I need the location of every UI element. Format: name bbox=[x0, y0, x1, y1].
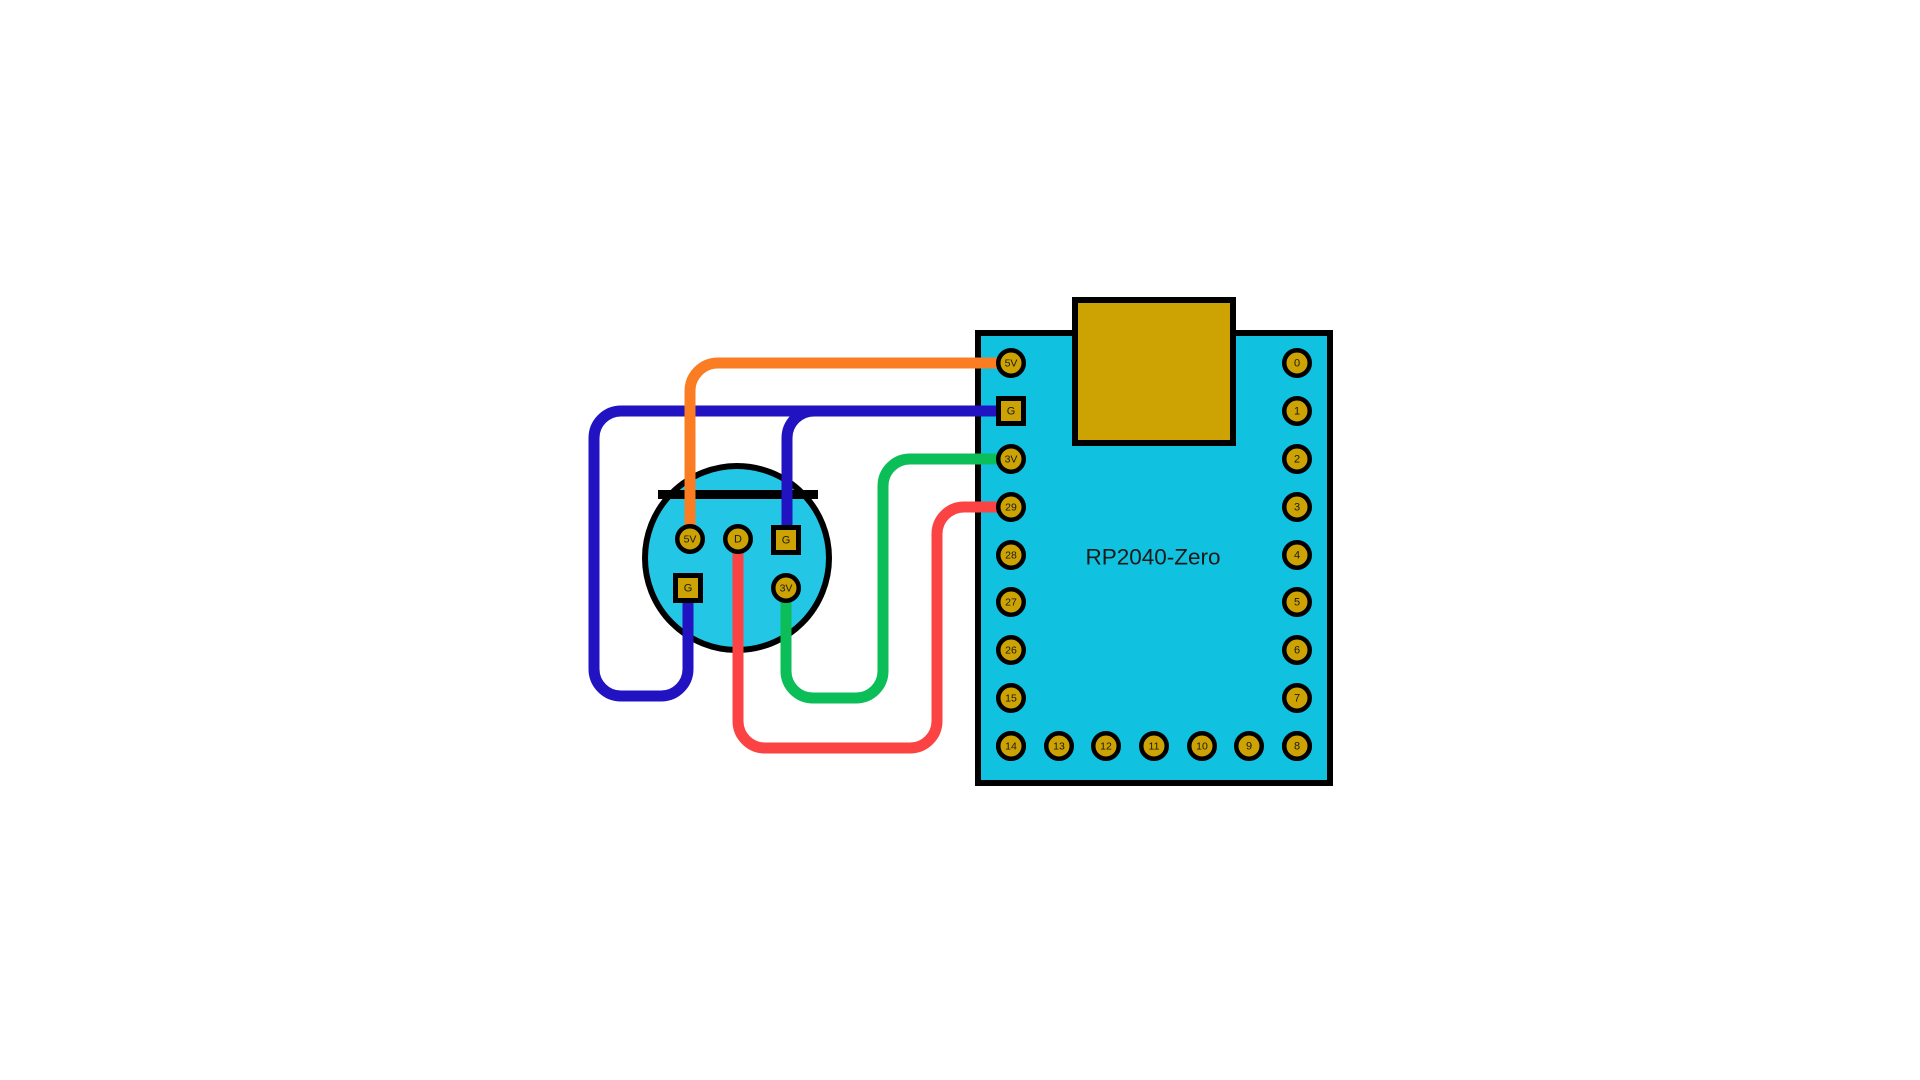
board-pin-5[interactable]: 5 bbox=[1282, 587, 1312, 617]
board-pin-2[interactable]: 2 bbox=[1282, 444, 1312, 474]
board-pin-9-pad[interactable] bbox=[1234, 731, 1264, 761]
board-pin-14[interactable]: 14 bbox=[996, 731, 1026, 761]
board-pin-8[interactable]: 8 bbox=[1282, 731, 1312, 761]
board-pin-0-pad[interactable] bbox=[1282, 348, 1312, 378]
board-pin-G[interactable]: G bbox=[996, 396, 1026, 426]
sensor-pin-g-2[interactable]: G bbox=[771, 525, 801, 555]
board-pin-2-pad[interactable] bbox=[1282, 444, 1312, 474]
board-pin-5V-pad[interactable] bbox=[996, 348, 1026, 378]
board-pin-27-pad[interactable] bbox=[996, 587, 1026, 617]
sensor-pin-d-1[interactable]: D bbox=[723, 524, 753, 554]
board-pin-10-pad[interactable] bbox=[1187, 731, 1217, 761]
wire-gnd-short[interactable] bbox=[781, 405, 1011, 540]
sensor-pin-g-2-pad[interactable] bbox=[771, 525, 801, 555]
board-pin-9[interactable]: 9 bbox=[1234, 731, 1264, 761]
board-pin-10[interactable]: 10 bbox=[1187, 731, 1217, 761]
sensor-pin-5v-0[interactable]: 5V bbox=[675, 524, 705, 554]
usb-connector bbox=[1072, 297, 1236, 446]
board-pin-15[interactable]: 15 bbox=[996, 683, 1026, 713]
board-pin-4-pad[interactable] bbox=[1282, 540, 1312, 570]
board-pin-3V-pad[interactable] bbox=[996, 444, 1026, 474]
board-pin-3-pad[interactable] bbox=[1282, 492, 1312, 522]
wire-data[interactable] bbox=[732, 501, 1011, 754]
board-pin-G-pad[interactable] bbox=[996, 396, 1026, 426]
board-pin-27[interactable]: 27 bbox=[996, 587, 1026, 617]
board-pin-29-pad[interactable] bbox=[996, 492, 1026, 522]
board-pin-5V[interactable]: 5V bbox=[996, 348, 1026, 378]
board-pin-11-pad[interactable] bbox=[1139, 731, 1169, 761]
board-pin-13[interactable]: 13 bbox=[1044, 731, 1074, 761]
wires-layer bbox=[588, 357, 1011, 754]
board-pin-26[interactable]: 26 bbox=[996, 635, 1026, 665]
board-pin-1[interactable]: 1 bbox=[1282, 396, 1312, 426]
board-pin-8-pad[interactable] bbox=[1282, 731, 1312, 761]
board-pin-12-pad[interactable] bbox=[1091, 731, 1121, 761]
sensor-pin-5v-0-pad[interactable] bbox=[675, 524, 705, 554]
board-pin-28[interactable]: 28 bbox=[996, 540, 1026, 570]
board-pin-29[interactable]: 29 bbox=[996, 492, 1026, 522]
board-pin-6[interactable]: 6 bbox=[1282, 635, 1312, 665]
board-pin-11[interactable]: 11 bbox=[1139, 731, 1169, 761]
board-pin-5-pad[interactable] bbox=[1282, 587, 1312, 617]
sensor-pin-3v-4-pad[interactable] bbox=[771, 573, 801, 603]
board-pin-3[interactable]: 3 bbox=[1282, 492, 1312, 522]
pins-layer: 5VG3V2928272615140123456781413121110985V… bbox=[673, 348, 1312, 761]
board-pin-15-pad[interactable] bbox=[996, 683, 1026, 713]
board-pin-14-pad[interactable] bbox=[996, 731, 1026, 761]
board-pin-12[interactable]: 12 bbox=[1091, 731, 1121, 761]
wire-3v[interactable] bbox=[780, 453, 1011, 704]
sensor-pin-g-3-pad[interactable] bbox=[673, 573, 703, 603]
board-pin-7-pad[interactable] bbox=[1282, 683, 1312, 713]
board-pin-28-pad[interactable] bbox=[996, 540, 1026, 570]
board-pin-3V[interactable]: 3V bbox=[996, 444, 1026, 474]
board-pin-4[interactable]: 4 bbox=[1282, 540, 1312, 570]
sensor-pin-3v-4[interactable]: 3V bbox=[771, 573, 801, 603]
board-pin-6-pad[interactable] bbox=[1282, 635, 1312, 665]
board-pin-26-pad[interactable] bbox=[996, 635, 1026, 665]
wire-gnd-long[interactable] bbox=[588, 405, 1011, 702]
rp2040-zero-board[interactable]: RP2040-Zero bbox=[975, 297, 1333, 786]
sensor-tab-bar bbox=[658, 490, 818, 499]
sensor-pin-g-3[interactable]: G bbox=[673, 573, 703, 603]
board-pin-1-pad[interactable] bbox=[1282, 396, 1312, 426]
sensor-pin-d-1-pad[interactable] bbox=[723, 524, 753, 554]
board-pin-13-pad[interactable] bbox=[1044, 731, 1074, 761]
board-label: RP2040-Zero bbox=[1085, 545, 1220, 570]
board-pin-0[interactable]: 0 bbox=[1282, 348, 1312, 378]
board-pin-7[interactable]: 7 bbox=[1282, 683, 1312, 713]
wire-5v[interactable] bbox=[684, 357, 1011, 539]
